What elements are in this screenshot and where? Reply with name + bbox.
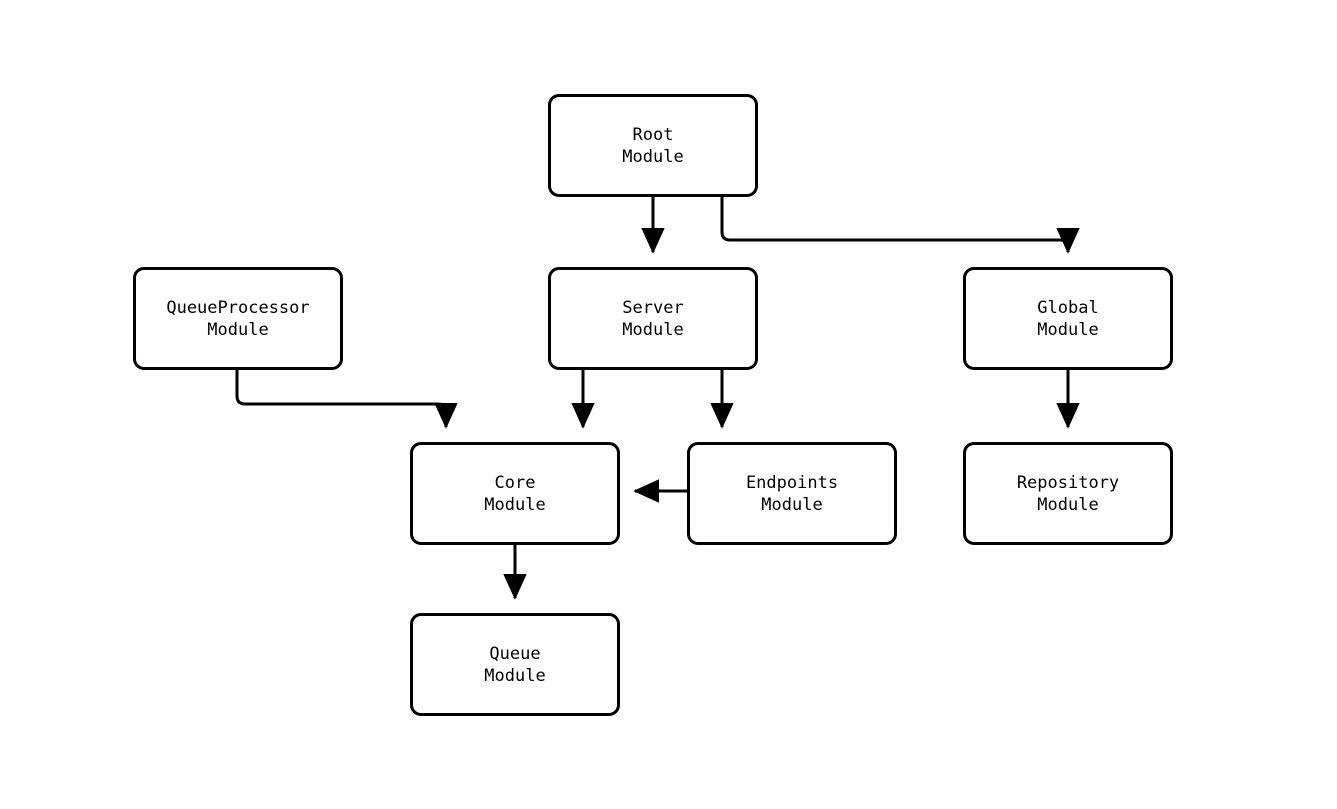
node-core-suffix: Module [484, 494, 546, 515]
node-global-suffix: Module [1037, 319, 1099, 340]
node-repository-suffix: Module [1037, 494, 1099, 515]
node-queue-name: Queue [489, 643, 541, 664]
edge-queueprocessor-core [235, 370, 458, 429]
node-root-name: Root [632, 124, 674, 145]
edge-root-global [720, 197, 1080, 254]
node-endpoints-name: Endpoints [745, 472, 839, 493]
node-server-name: Server [622, 297, 684, 318]
node-global-name: Global [1037, 297, 1099, 318]
node-server-suffix: Module [622, 319, 684, 340]
node-queueprocessor-name: QueueProcessor [166, 297, 310, 318]
node-repository-name: Repository [1016, 472, 1120, 493]
node-core-name: Core [494, 472, 536, 493]
node-root-suffix: Module [622, 146, 684, 167]
node-endpoints-suffix: Module [761, 494, 823, 515]
node-queueprocessor-suffix: Module [207, 319, 269, 340]
node-queue-suffix: Module [484, 665, 546, 686]
